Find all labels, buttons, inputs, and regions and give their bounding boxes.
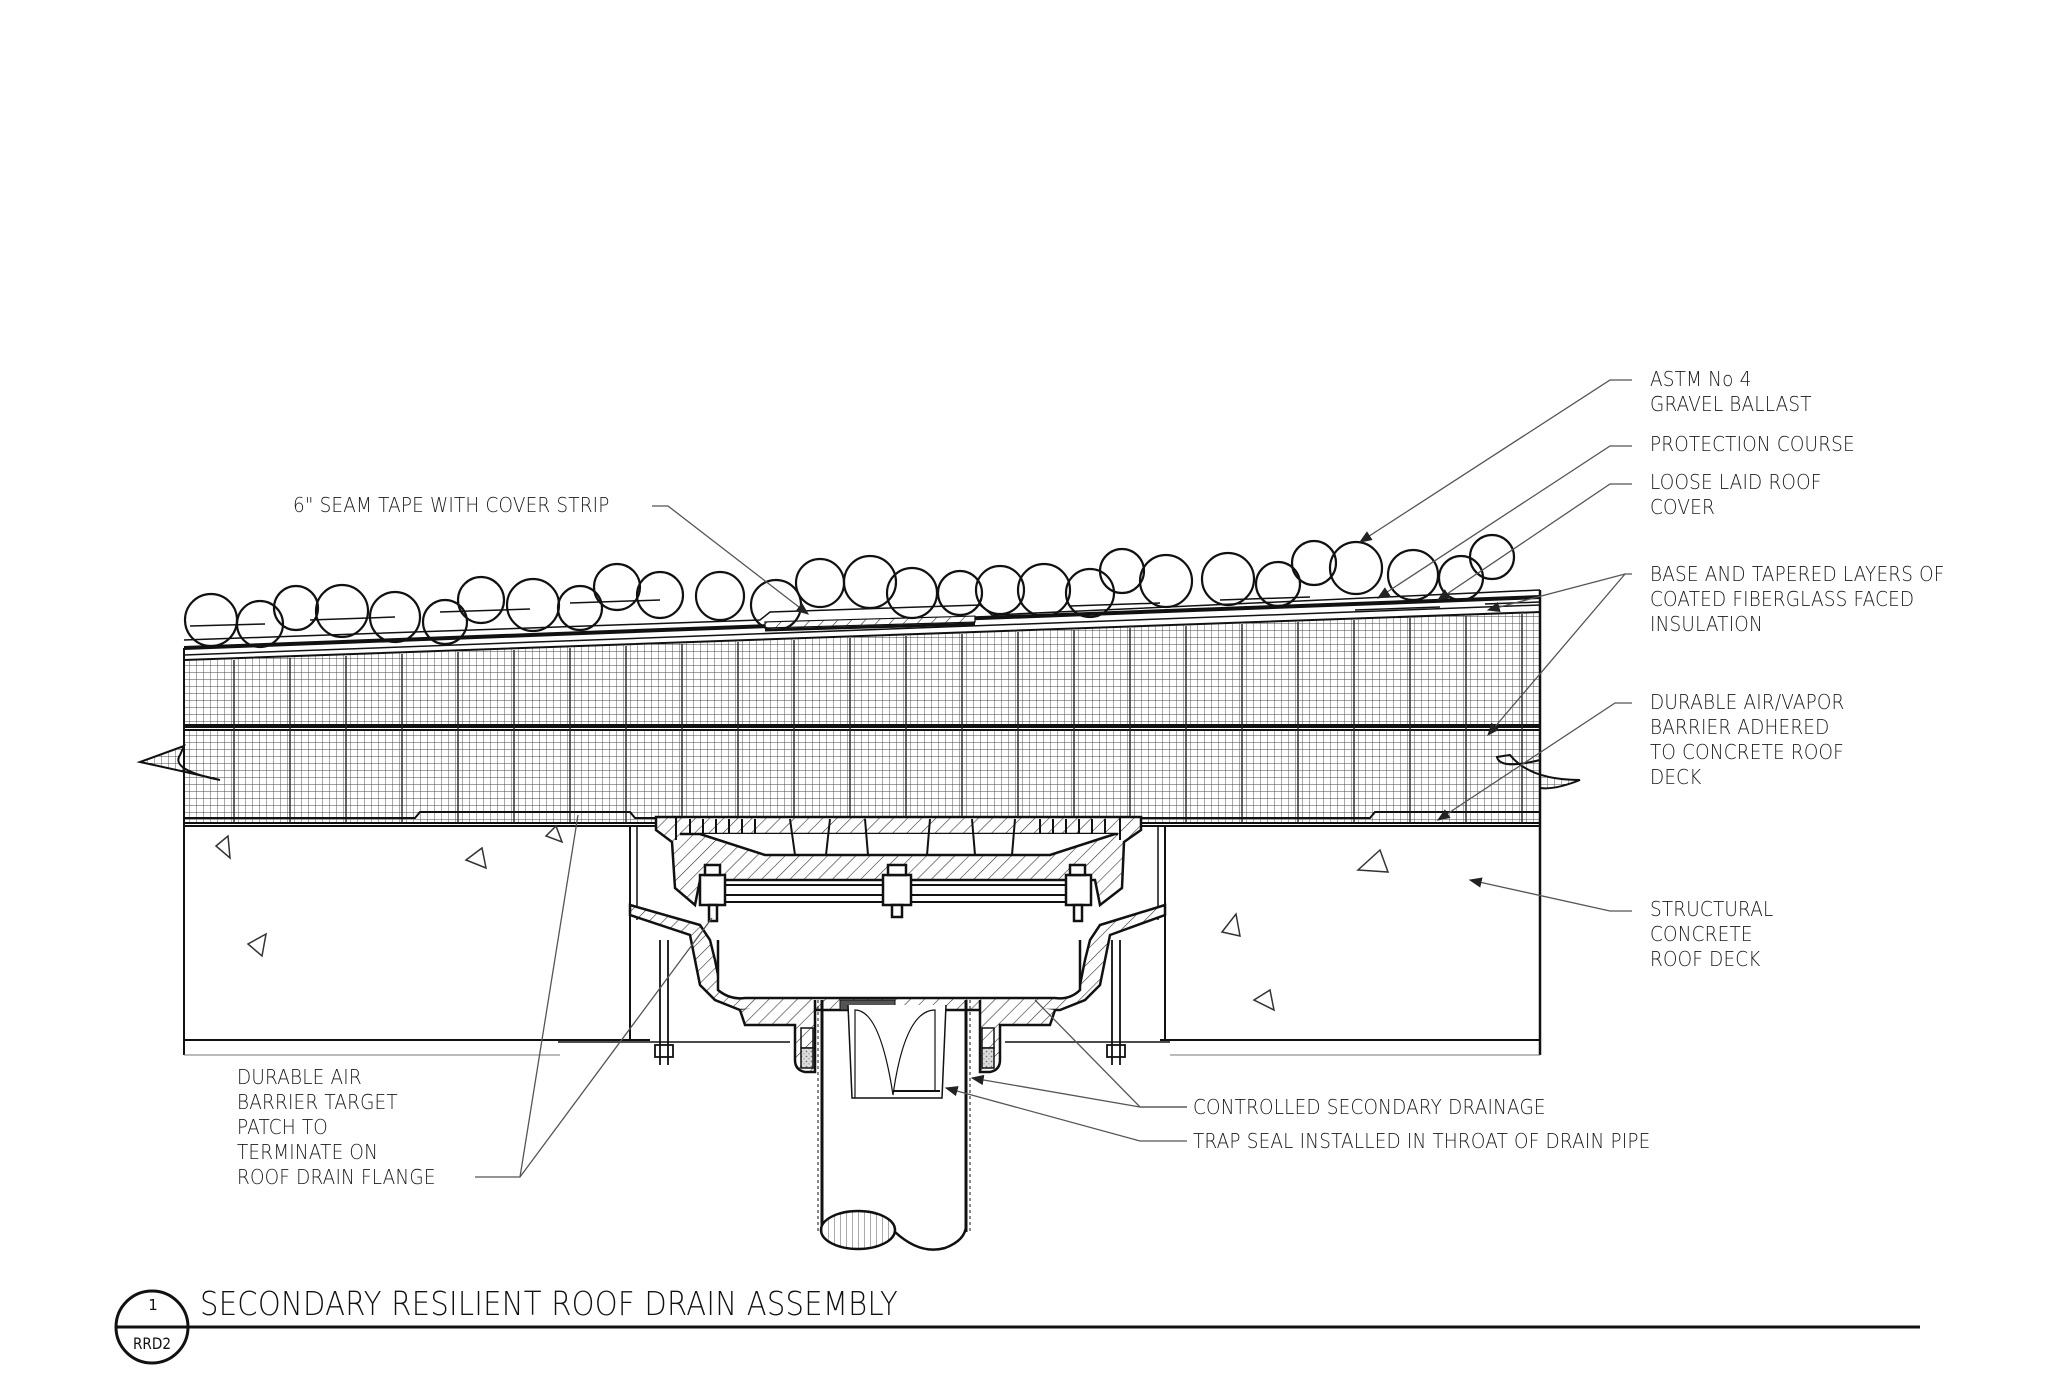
callout-roof-cover: LOOSE LAID ROOF COVER	[1650, 470, 1822, 519]
vapor-barrier-line	[184, 811, 1540, 819]
drawing-title: SECONDARY RESILIENT ROOF DRAIN ASSEMBLY	[200, 1284, 899, 1323]
sheet-reference: RRD2	[132, 1334, 172, 1353]
callout-seam-tape: 6" SEAM TAPE WITH COVER STRIP	[293, 493, 610, 517]
drain-pipe	[817, 1000, 971, 1251]
callout-target-patch: DURABLE AIR BARRIER TARGET PATCH TO TERM…	[237, 1065, 436, 1189]
callout-trap-seal: TRAP SEAL INSTALLED IN THROAT OF DRAIN P…	[1193, 1129, 1651, 1153]
callout-secondary-drainage: CONTROLLED SECONDARY DRAINAGE	[1193, 1095, 1546, 1119]
leader-lines	[475, 379, 1632, 1178]
callout-protection-course: PROTECTION COURSE	[1650, 432, 1855, 456]
roof-membrane	[183, 589, 1541, 656]
callout-vapor-barrier: DURABLE AIR/VAPOR BARRIER ADHERED TO CON…	[1650, 690, 1845, 789]
roof-drain-body	[558, 815, 1170, 1074]
gravel-ballast	[183, 533, 1516, 649]
detail-number: 1	[148, 1296, 158, 1314]
callout-gravel-ballast: ASTM No 4 GRAVEL BALLAST	[1650, 367, 1812, 416]
callout-insulation: BASE AND TAPERED LAYERS OF COATED FIBERG…	[1650, 562, 1945, 636]
break-lines	[136, 744, 1581, 790]
detail-title-block	[114, 1289, 1920, 1365]
insulation-layers	[183, 610, 1541, 824]
callout-concrete-deck: STRUCTURAL CONCRETE ROOF DECK	[1650, 897, 1774, 971]
concrete-deck	[184, 824, 1540, 1056]
